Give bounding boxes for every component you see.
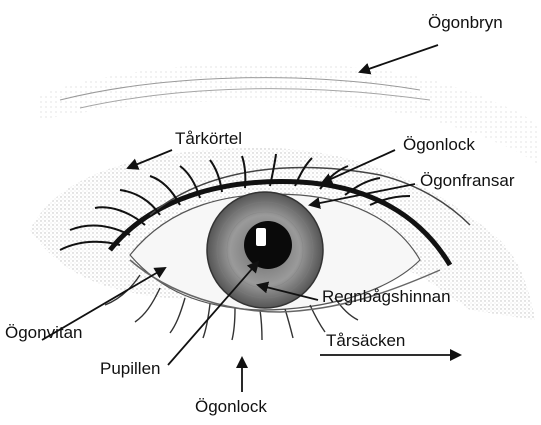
label-sclera: Ögonvitan bbox=[5, 324, 83, 341]
label-tear-gland: Tårkörtel bbox=[175, 130, 242, 147]
label-eyebrow: Ögonbryn bbox=[428, 14, 503, 31]
arrow-eyebrow bbox=[360, 45, 438, 72]
pupil-highlight bbox=[256, 228, 266, 246]
label-upper-eyelid: Ögonlock bbox=[403, 136, 475, 153]
label-tear-sac: Tårsäcken bbox=[326, 332, 405, 349]
label-lower-eyelid: Ögonlock bbox=[195, 398, 267, 415]
label-pupil: Pupillen bbox=[100, 360, 161, 377]
pupil-shape bbox=[244, 221, 292, 269]
label-eyelashes: Ögonfransar bbox=[420, 172, 515, 189]
label-iris: Regnbågshinnan bbox=[322, 288, 451, 305]
